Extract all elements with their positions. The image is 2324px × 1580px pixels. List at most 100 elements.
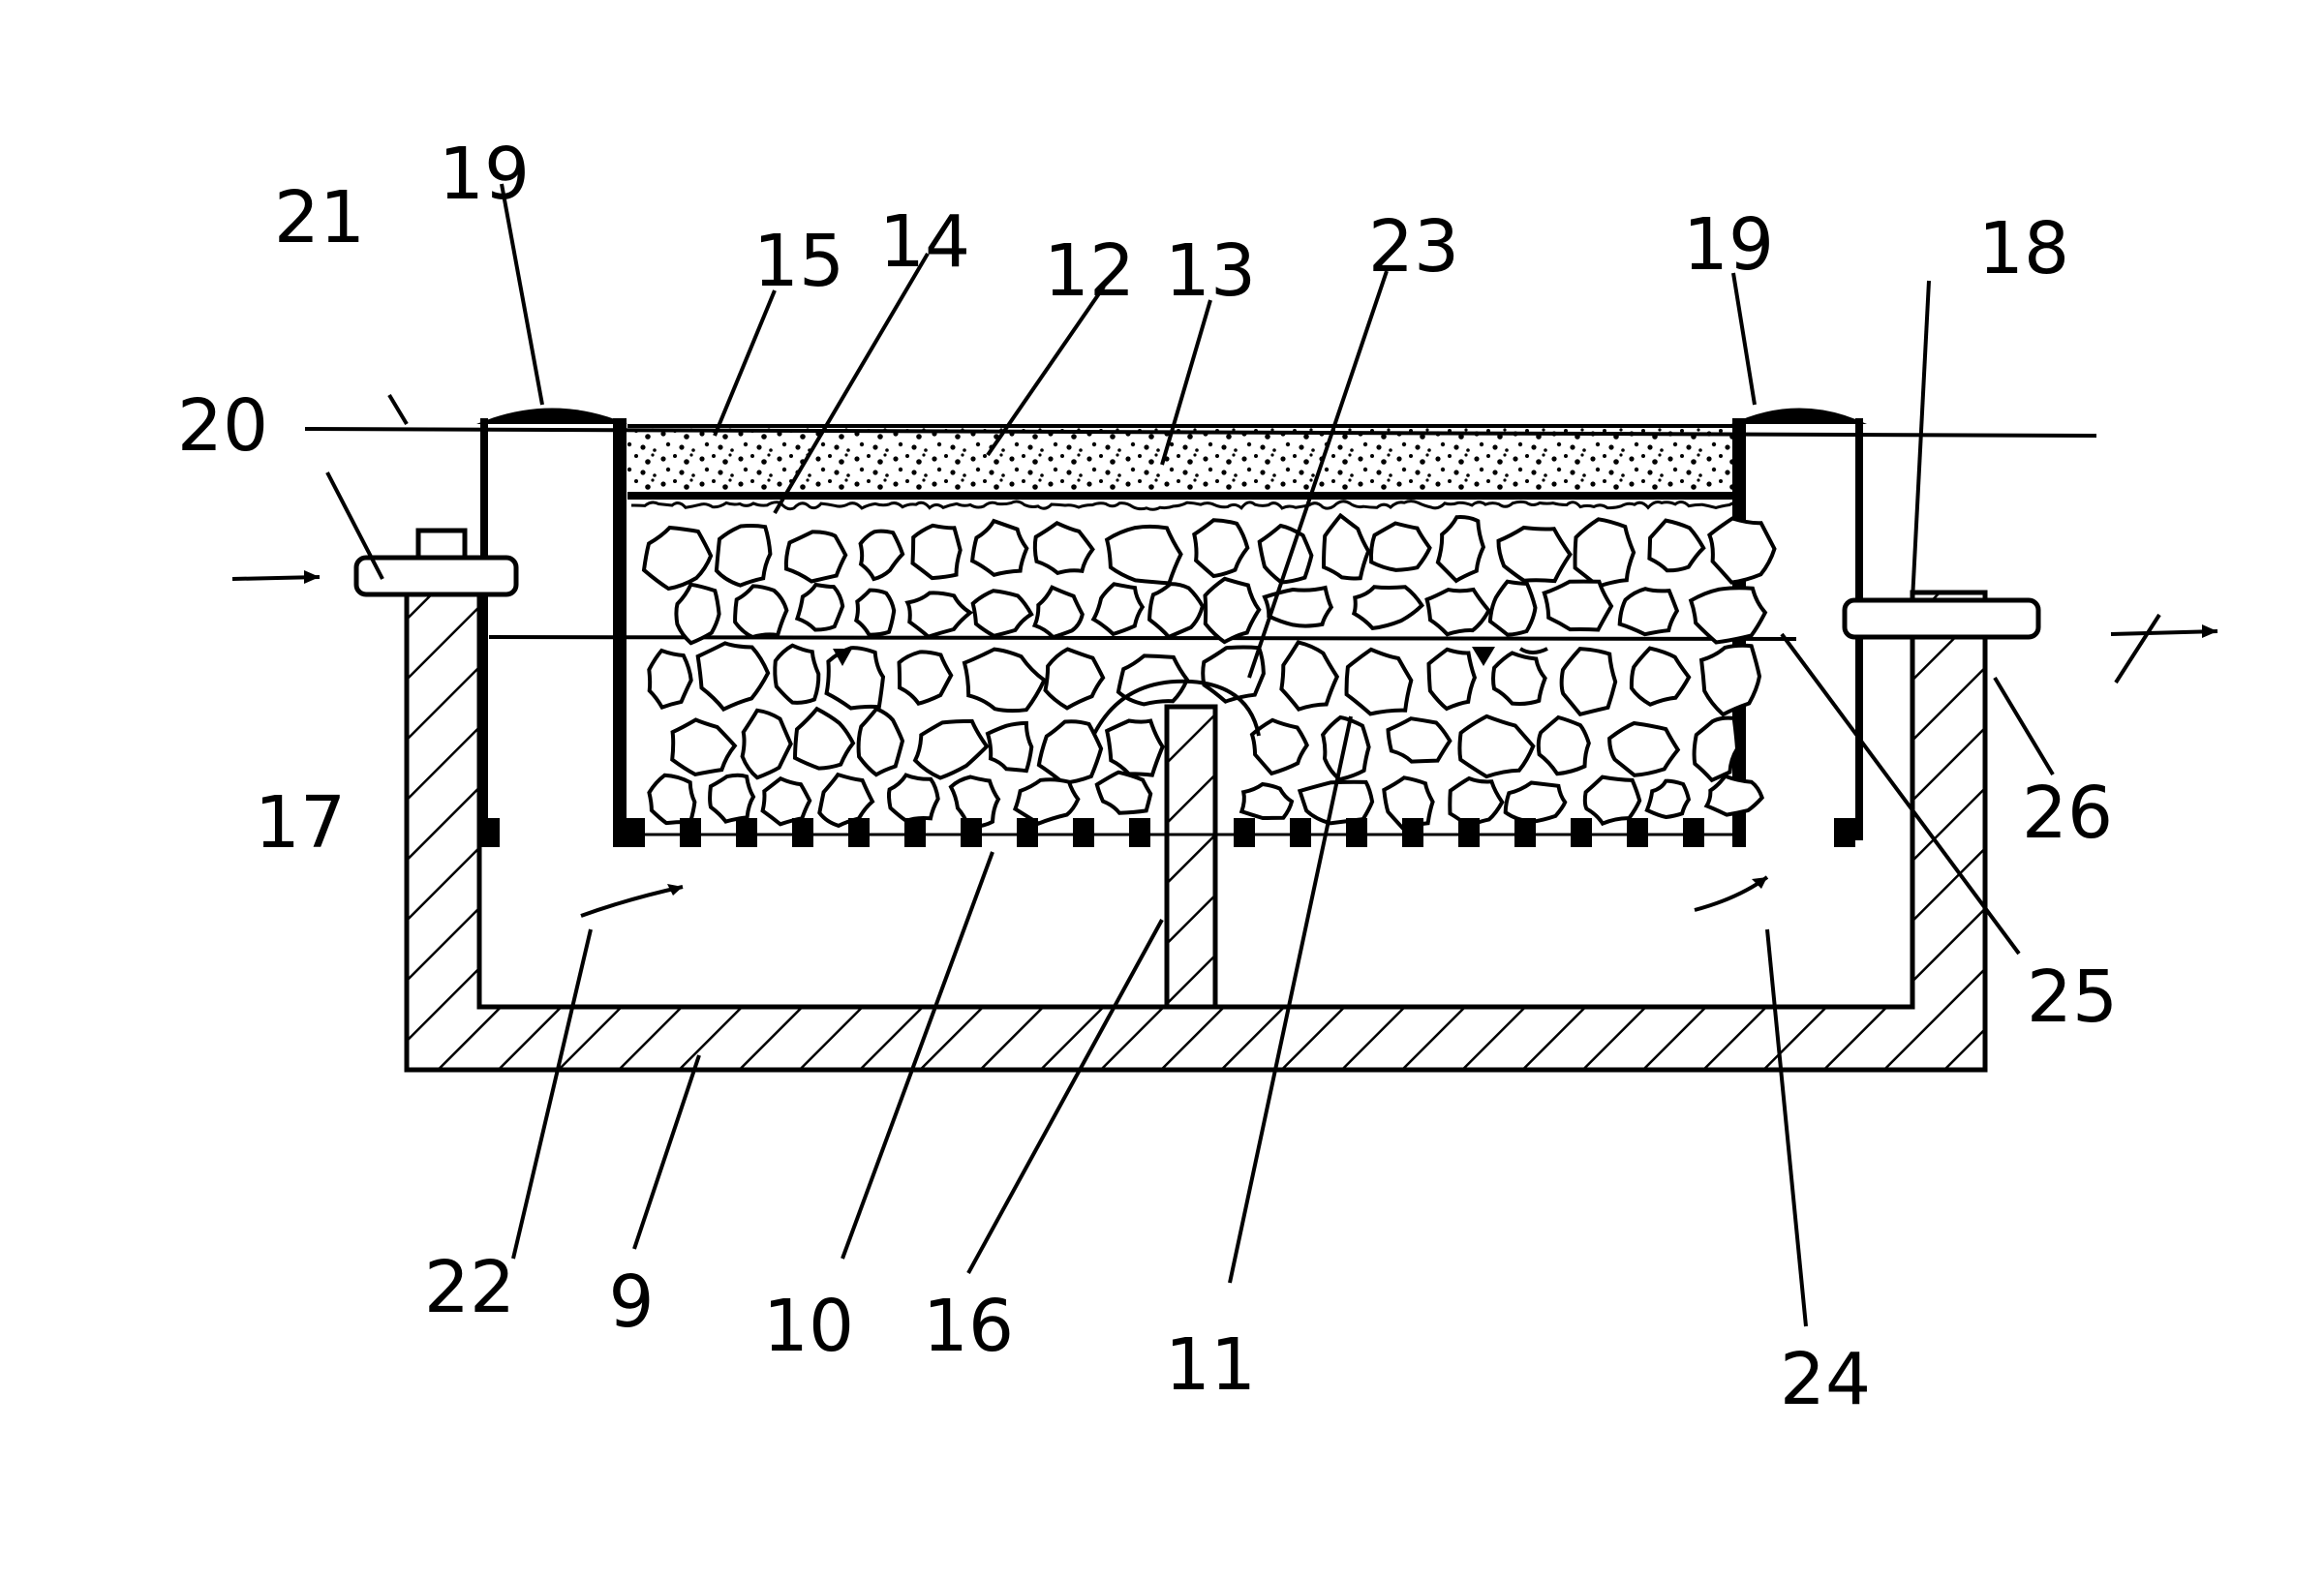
pebble: [1036, 719, 1104, 785]
pebble: [1032, 520, 1095, 576]
pebble: [1012, 777, 1081, 826]
label-15: 15: [753, 220, 844, 303]
pebble: [1382, 775, 1435, 832]
label-10: 10: [763, 1285, 854, 1368]
pebble: [1491, 651, 1547, 706]
pebble: [1573, 517, 1636, 589]
label-23: 23: [1368, 205, 1459, 289]
pebble: [1542, 579, 1614, 632]
label-16: 16: [923, 1285, 1014, 1368]
grate-block: [1683, 818, 1704, 847]
grate-block: [1458, 818, 1480, 847]
leader-lines: [325, 183, 2161, 1327]
label-19-left: 19: [439, 133, 530, 216]
label-25: 25: [2027, 956, 2118, 1039]
label-18: 18: [1978, 207, 2069, 290]
label-19-right: 19: [1683, 203, 1774, 287]
pebble: [910, 523, 963, 581]
grate-block: [848, 818, 870, 847]
pebble: [1698, 643, 1762, 717]
label-17: 17: [255, 781, 346, 865]
pebble: [858, 529, 905, 582]
pebble: [1104, 524, 1183, 586]
pebble: [1448, 775, 1505, 830]
pebble: [1582, 775, 1642, 827]
grate-block: [1571, 818, 1592, 847]
outflow-arrow: [2110, 624, 2218, 638]
pebble: [1688, 586, 1768, 645]
pebble: [1647, 518, 1706, 573]
pebble: [1386, 716, 1452, 764]
pebble: [1203, 576, 1262, 645]
pebble: [856, 706, 905, 777]
grate-block: [624, 818, 645, 847]
pebble: [1426, 647, 1478, 712]
grate-block: [680, 818, 701, 847]
pebble: [670, 717, 738, 777]
pebble: [969, 518, 1029, 578]
pebble: [1435, 515, 1486, 584]
grate-block: [1129, 818, 1150, 847]
pebble: [824, 646, 886, 711]
pebble: [1147, 582, 1206, 640]
pebble: [1457, 714, 1536, 779]
pebble: [1249, 717, 1309, 776]
pebble-fill: [641, 512, 1777, 832]
pebble: [1257, 523, 1314, 585]
grate-block: [1402, 818, 1423, 847]
outlet-pipe: [1842, 597, 2041, 640]
pebble: [1503, 780, 1568, 825]
pebble: [1104, 718, 1165, 777]
pebble: [1644, 778, 1692, 820]
reference-numerals: 21 19 15 14 12 13 23 19 18 20 17 26 25 2…: [177, 133, 2118, 1421]
pebble: [1703, 774, 1764, 817]
seal-cap-right: [1731, 408, 1867, 424]
pebble: [647, 648, 693, 711]
pebble: [985, 720, 1034, 774]
inflow-arrow: [231, 570, 321, 584]
grate-block: [1234, 818, 1255, 847]
label-22: 22: [424, 1246, 515, 1329]
label-26: 26: [2022, 772, 2113, 855]
label-9: 9: [608, 1261, 654, 1344]
intermediate-layer-line: [630, 500, 1745, 511]
pebble: [1536, 714, 1591, 776]
grate-block: [792, 818, 813, 847]
grate-block: [478, 818, 500, 847]
perforated-bottom: [478, 818, 1855, 847]
pebble: [1344, 647, 1414, 716]
label-12: 12: [1044, 229, 1135, 313]
pebble: [1279, 640, 1340, 712]
pebble: [962, 647, 1047, 714]
label-24: 24: [1780, 1338, 1871, 1421]
grate-block: [1290, 818, 1311, 847]
pebble: [773, 643, 821, 705]
pebble: [1706, 516, 1777, 585]
inlet-pipe: [353, 528, 519, 597]
pebble: [1321, 512, 1371, 581]
label-20: 20: [177, 384, 268, 468]
partition-wall: [1164, 704, 1218, 1010]
pebble: [853, 588, 897, 637]
pebble: [1629, 646, 1692, 707]
pebble: [740, 708, 793, 780]
pebble: [1607, 720, 1681, 777]
pebble: [1351, 585, 1424, 631]
label-13: 13: [1165, 229, 1256, 313]
grate-block: [1514, 818, 1536, 847]
label-11: 11: [1165, 1323, 1256, 1407]
pebble: [1424, 587, 1491, 637]
pebble: [1559, 647, 1618, 717]
pebble: [1043, 647, 1106, 711]
grate-block: [904, 818, 926, 847]
label-14: 14: [879, 200, 970, 284]
pebble: [912, 718, 990, 780]
pebble: [1094, 770, 1153, 815]
pebble: [783, 530, 848, 584]
grate-block: [736, 818, 757, 847]
level-indicator-arrows: [833, 647, 1548, 666]
flow-arrow-left-chamber: [580, 884, 684, 918]
seal-cap-left: [476, 408, 627, 424]
pebble: [817, 772, 875, 829]
